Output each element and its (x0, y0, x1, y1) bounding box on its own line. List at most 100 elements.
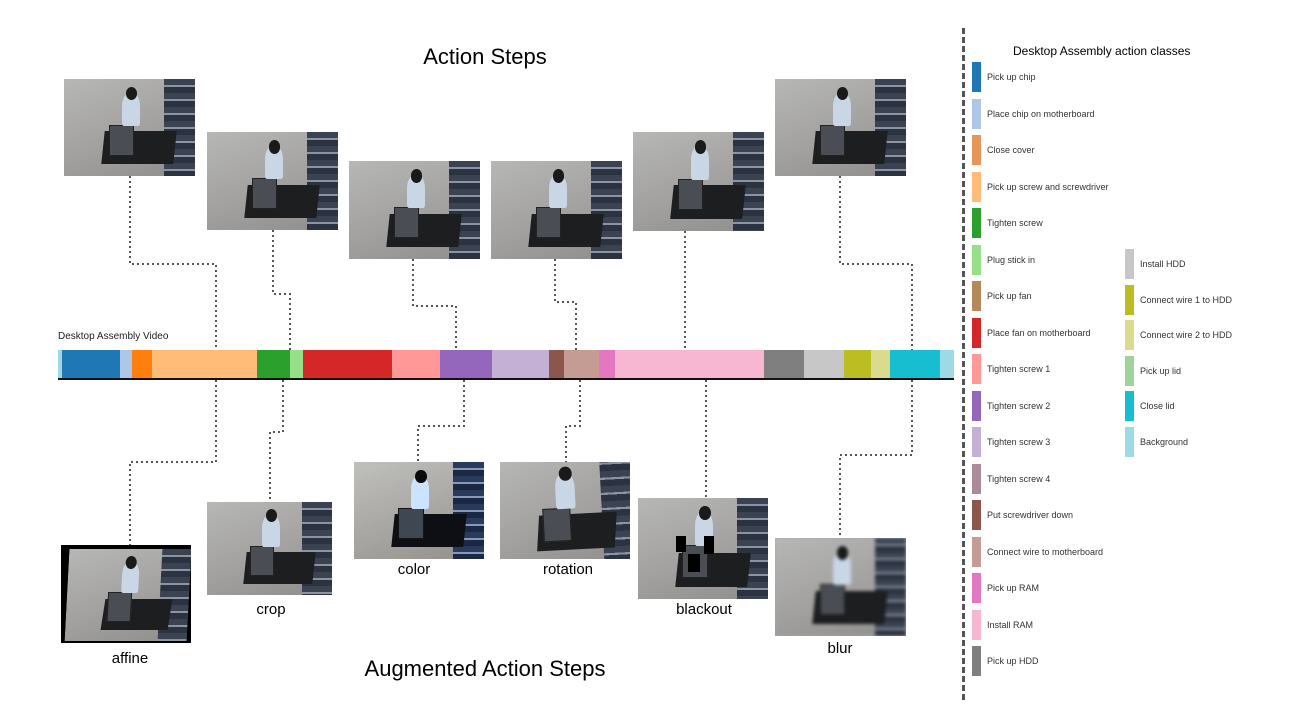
legend-item: Install HDD (1125, 249, 1186, 279)
legend-title: Desktop Assembly action classes (1013, 44, 1191, 58)
legend-item: Pick up HDD (972, 646, 1039, 676)
legend-label: Pick up lid (1140, 365, 1182, 376)
legend-label: Tighten screw 1 (987, 364, 1051, 374)
timeline-segment (303, 350, 392, 378)
legend-label: Plug stick in (987, 254, 1036, 265)
connector-bottom-6 (839, 380, 913, 538)
legend-swatch (972, 98, 981, 129)
legend-item: Background (1125, 426, 1188, 457)
timeline-segment (549, 350, 564, 378)
caption-crop: crop (256, 601, 286, 618)
timeline-segment (392, 350, 440, 378)
legend-item: Tighten screw 2 (972, 390, 1050, 421)
legend-label: Install RAM (987, 619, 1034, 630)
timeline-segment (940, 350, 954, 378)
legend-swatch (1125, 426, 1134, 457)
legend-item: Tighten screw (972, 208, 1043, 238)
timeline-segment (599, 350, 615, 378)
legend-swatch (1125, 249, 1134, 279)
legend-label: Pick up chip (987, 72, 1036, 82)
legend-item: Connect wire 2 to HDD (1125, 320, 1232, 350)
legend-swatch (972, 646, 981, 676)
timeline-segment (152, 350, 257, 378)
legend-swatch (972, 390, 981, 421)
frame-crop (207, 502, 332, 595)
timeline-segment (58, 350, 62, 378)
legend-swatch (972, 171, 981, 202)
legend-swatch (972, 609, 981, 640)
timeline-segment (564, 350, 599, 378)
legend-divider (962, 28, 965, 700)
legend-label: Connect wire 1 to HDD (1140, 294, 1233, 305)
legend-label: Place chip on motherboard (987, 108, 1095, 119)
legend-swatch (972, 281, 981, 311)
legend-label: Install HDD (1140, 259, 1186, 269)
timeline-segment (615, 350, 764, 378)
legend-item: Install RAM (972, 609, 1034, 640)
legend-item: Pick up chip (972, 62, 1036, 92)
legend-item: Close lid (1125, 391, 1175, 421)
timeline-segment (257, 350, 290, 378)
frame-affine (61, 545, 191, 643)
legend-label: Connect wire to motherboard (987, 546, 1104, 557)
caption-rotation: rotation (542, 561, 594, 578)
action-steps-title: Action Steps (423, 44, 547, 69)
timeline-segment (804, 350, 844, 378)
legend-label: Close cover (987, 145, 1035, 155)
connector-lines (129, 176, 913, 545)
legend-item: Tighten screw 1 (972, 354, 1050, 384)
legend-label: Put screwdriver down (987, 510, 1074, 520)
timeline-segment (440, 350, 492, 378)
legend-label: Pick up fan (987, 291, 1032, 301)
connector-bottom-1 (129, 380, 217, 545)
frame-color (354, 462, 484, 559)
augmented-action-steps-title: Augmented Action Steps (364, 656, 606, 681)
legend-swatch (972, 463, 981, 494)
legend-item: Tighten screw 4 (972, 463, 1051, 494)
timeline-segment (290, 350, 303, 378)
legend-label: Place fan on motherboard (987, 327, 1091, 338)
connector-bottom-3 (417, 380, 465, 462)
connector-bottom-2 (269, 380, 284, 502)
legend-swatch (972, 208, 981, 238)
timeline-segment (62, 350, 120, 378)
timeline-segment (492, 350, 549, 378)
legend-label: Pick up screw and screwdriver (987, 181, 1109, 192)
legend-label: Tighten screw 4 (987, 473, 1051, 484)
legend-item: Connect wire to motherboard (972, 536, 1104, 567)
caption-blur: blur (827, 640, 853, 657)
legend-label: Tighten screw 3 (987, 437, 1051, 447)
legend-item: Connect wire 1 to HDD (1125, 284, 1233, 315)
frame-step-6 (775, 79, 906, 176)
frame-step-4 (491, 161, 622, 259)
timeline-segment (890, 350, 940, 378)
connector-top-3 (412, 259, 457, 350)
legend-swatch (1125, 284, 1134, 315)
frame-blur (775, 538, 906, 636)
action-timeline (58, 350, 954, 378)
legend-item: Tighten screw 3 (972, 427, 1050, 457)
legend-item: Close cover (972, 135, 1035, 165)
legend-label: Pick up HDD (987, 656, 1039, 666)
frame-step-3 (349, 161, 480, 259)
legend-item: Pick up lid (1125, 355, 1182, 386)
timeline-segment (764, 350, 804, 378)
caption-blackout: blackout (676, 601, 732, 618)
timeline-segment (844, 350, 871, 378)
legend-swatch (972, 62, 981, 92)
frame-step-5 (633, 132, 764, 231)
legend-item: Place chip on motherboard (972, 98, 1095, 129)
legend-item: Plug stick in (972, 244, 1036, 275)
frame-step-2 (207, 132, 338, 230)
legend-swatch (972, 317, 981, 348)
legend-swatch (972, 573, 981, 603)
timeline-label: Desktop Assembly Video (58, 331, 169, 342)
timeline-axis (58, 378, 954, 380)
legend-swatch (1125, 355, 1134, 386)
connector-bottom-4 (565, 380, 581, 462)
frame-blackout (638, 498, 768, 599)
legend-label: Tighten screw (987, 218, 1043, 228)
caption-affine: affine (111, 650, 149, 667)
legend-item: Put screwdriver down (972, 500, 1073, 530)
connector-top-2 (272, 230, 291, 350)
